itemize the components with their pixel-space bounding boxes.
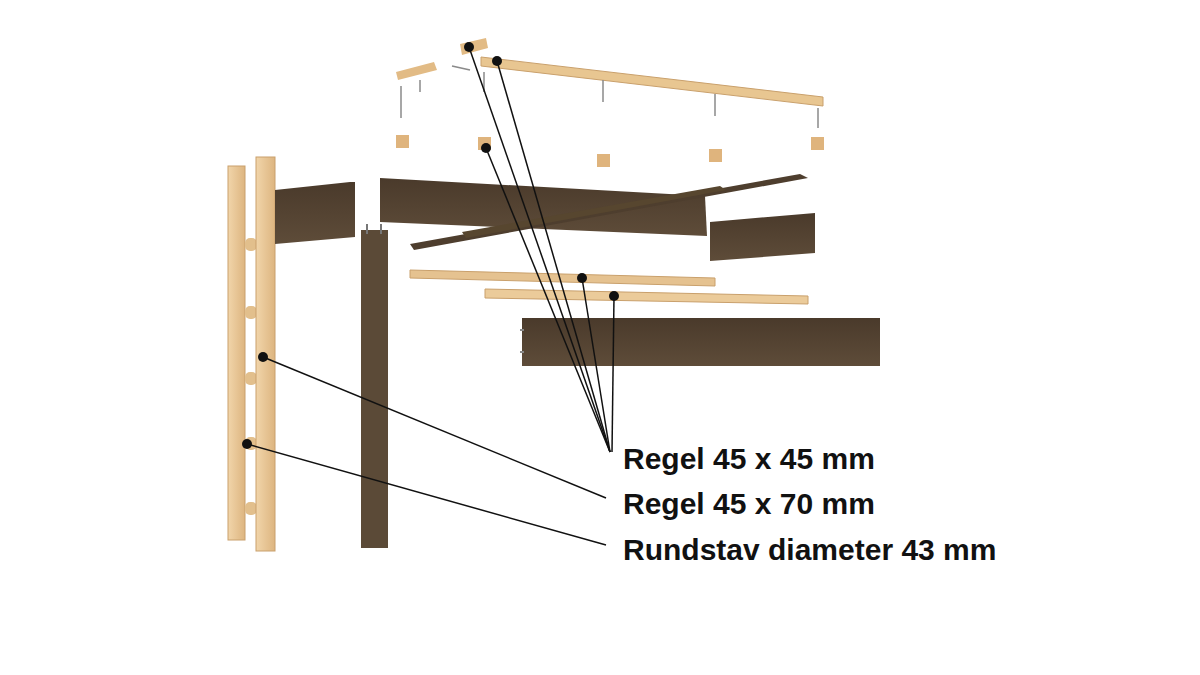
leader-lines <box>247 47 614 545</box>
part-label: Rundstav diameter 43 mm <box>623 532 996 568</box>
leader-dots <box>242 42 619 449</box>
ladder <box>228 157 275 551</box>
fasteners <box>401 66 818 128</box>
post <box>361 224 388 548</box>
blocks <box>396 135 824 167</box>
part-label: Regel 45 x 45 mm <box>623 441 875 477</box>
part-label: Regel 45 x 70 mm <box>623 486 875 522</box>
battens <box>396 38 823 304</box>
